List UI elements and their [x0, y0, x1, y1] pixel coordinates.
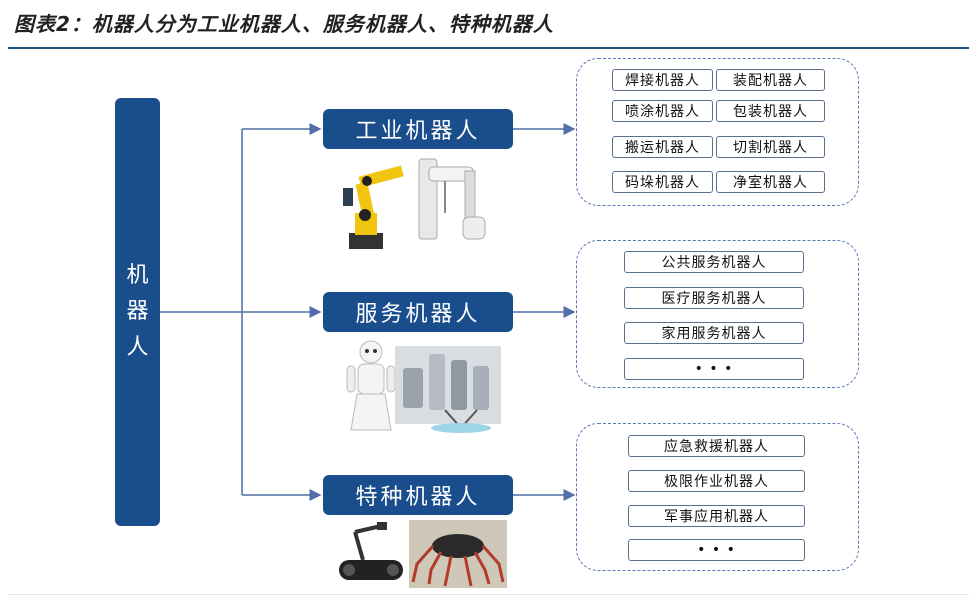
category-special: 特种机器人 [323, 475, 513, 515]
bottom-divider [8, 594, 969, 595]
list-item: 公共服务机器人 [624, 251, 804, 273]
list-item: 喷涂机器人 [612, 100, 713, 122]
root-node-robot: 机 器 人 [115, 98, 160, 526]
category-service: 服务机器人 [323, 292, 513, 332]
industrial-robot-images [343, 158, 486, 249]
list-item: 切割机器人 [716, 136, 825, 158]
root-char: 人 [126, 335, 149, 360]
figure-title: 图表2：机器人分为工业机器人、服务机器人、特种机器人 [14, 12, 554, 36]
list-item: 家用服务机器人 [624, 322, 804, 344]
root-char: 器 [126, 299, 149, 324]
list-item: 军事应用机器人 [628, 505, 805, 527]
list-item: 净室机器人 [716, 171, 825, 193]
yellow-arm-robot-icon [343, 165, 404, 249]
tracked-robot-icon [339, 522, 403, 580]
category-industrial: 工业机器人 [323, 109, 513, 149]
list-item: 焊接机器人 [612, 69, 713, 91]
list-item: 极限作业机器人 [628, 470, 805, 492]
service-robot-types-group: 公共服务机器人 医疗服务机器人 家用服务机器人 • • • [576, 240, 859, 388]
title-divider [8, 47, 969, 49]
list-item: 装配机器人 [716, 69, 825, 91]
list-item: 应急救援机器人 [628, 435, 805, 457]
list-item: 码垛机器人 [612, 171, 713, 193]
surgical-robot-icon [395, 346, 501, 433]
special-robot-images [339, 520, 507, 588]
special-robot-types-group: 应急救援机器人 极限作业机器人 军事应用机器人 • • • [576, 423, 859, 571]
service-robot-images [346, 340, 501, 433]
hexapod-robot-icon [409, 520, 507, 588]
list-item: 包装机器人 [716, 100, 825, 122]
industrial-robot-types-group: 焊接机器人 装配机器人 喷涂机器人 包装机器人 搬运机器人 切割机器人 码垛机器… [576, 58, 859, 206]
list-item: 医疗服务机器人 [624, 287, 804, 309]
list-item-ellipsis: • • • [624, 358, 804, 380]
list-item-ellipsis: • • • [628, 539, 805, 561]
humanoid-robot-icon [346, 340, 396, 431]
root-char: 机 [126, 263, 149, 288]
scara-robot-icon [418, 158, 486, 240]
list-item: 搬运机器人 [612, 136, 713, 158]
